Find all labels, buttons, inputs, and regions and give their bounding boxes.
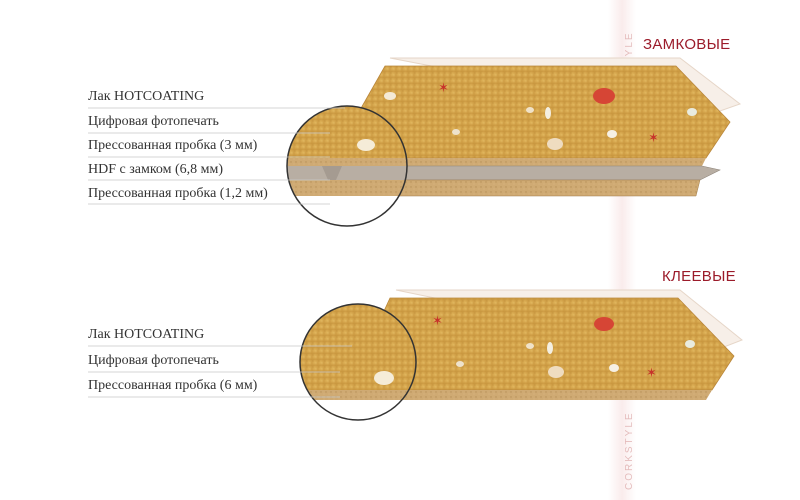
lock-layer-label-hdf: HDF с замком (6,8 мм) (88, 162, 224, 177)
glue-decorations: ✶ ✶ (432, 313, 695, 380)
glue-layer-label-print: Цифровая фотопечать (88, 353, 219, 368)
lock-layer-label-lacquer: Лак HOTCOATING (88, 89, 205, 104)
glue-leader-lines (88, 345, 352, 398)
svg-text:✶: ✶ (432, 313, 443, 328)
svg-text:✶: ✶ (438, 80, 449, 95)
lock-decorations: ✶ ✶ (384, 80, 697, 150)
lock-panel: ✶ ✶ (88, 57, 742, 227)
lock-leader-lines (88, 107, 345, 205)
glue-layer-label-lacquer: Лак HOTCOATING (88, 327, 205, 342)
lock-section-title: ЗАМКОВЫЕ (643, 36, 731, 53)
lock-cork-top-edge (330, 158, 706, 166)
glue-section-title: КЛЕЕВЫЕ (662, 268, 736, 285)
glue-panel: ✶ ✶ (88, 289, 743, 421)
glue-cork-edge (340, 390, 712, 400)
lock-layer-label-cork-3mm: Прессованная пробка (3 мм) (88, 138, 258, 153)
svg-text:✶: ✶ (646, 365, 657, 380)
lock-layer-label-print: Цифровая фотопечать (88, 114, 219, 129)
glue-layer-label-cork-6mm: Прессованная пробка (6 мм) (88, 378, 258, 393)
lock-layer-label-cork-1-2mm: Прессованная пробка (1,2 мм) (88, 186, 268, 201)
svg-text:✶: ✶ (648, 130, 659, 145)
